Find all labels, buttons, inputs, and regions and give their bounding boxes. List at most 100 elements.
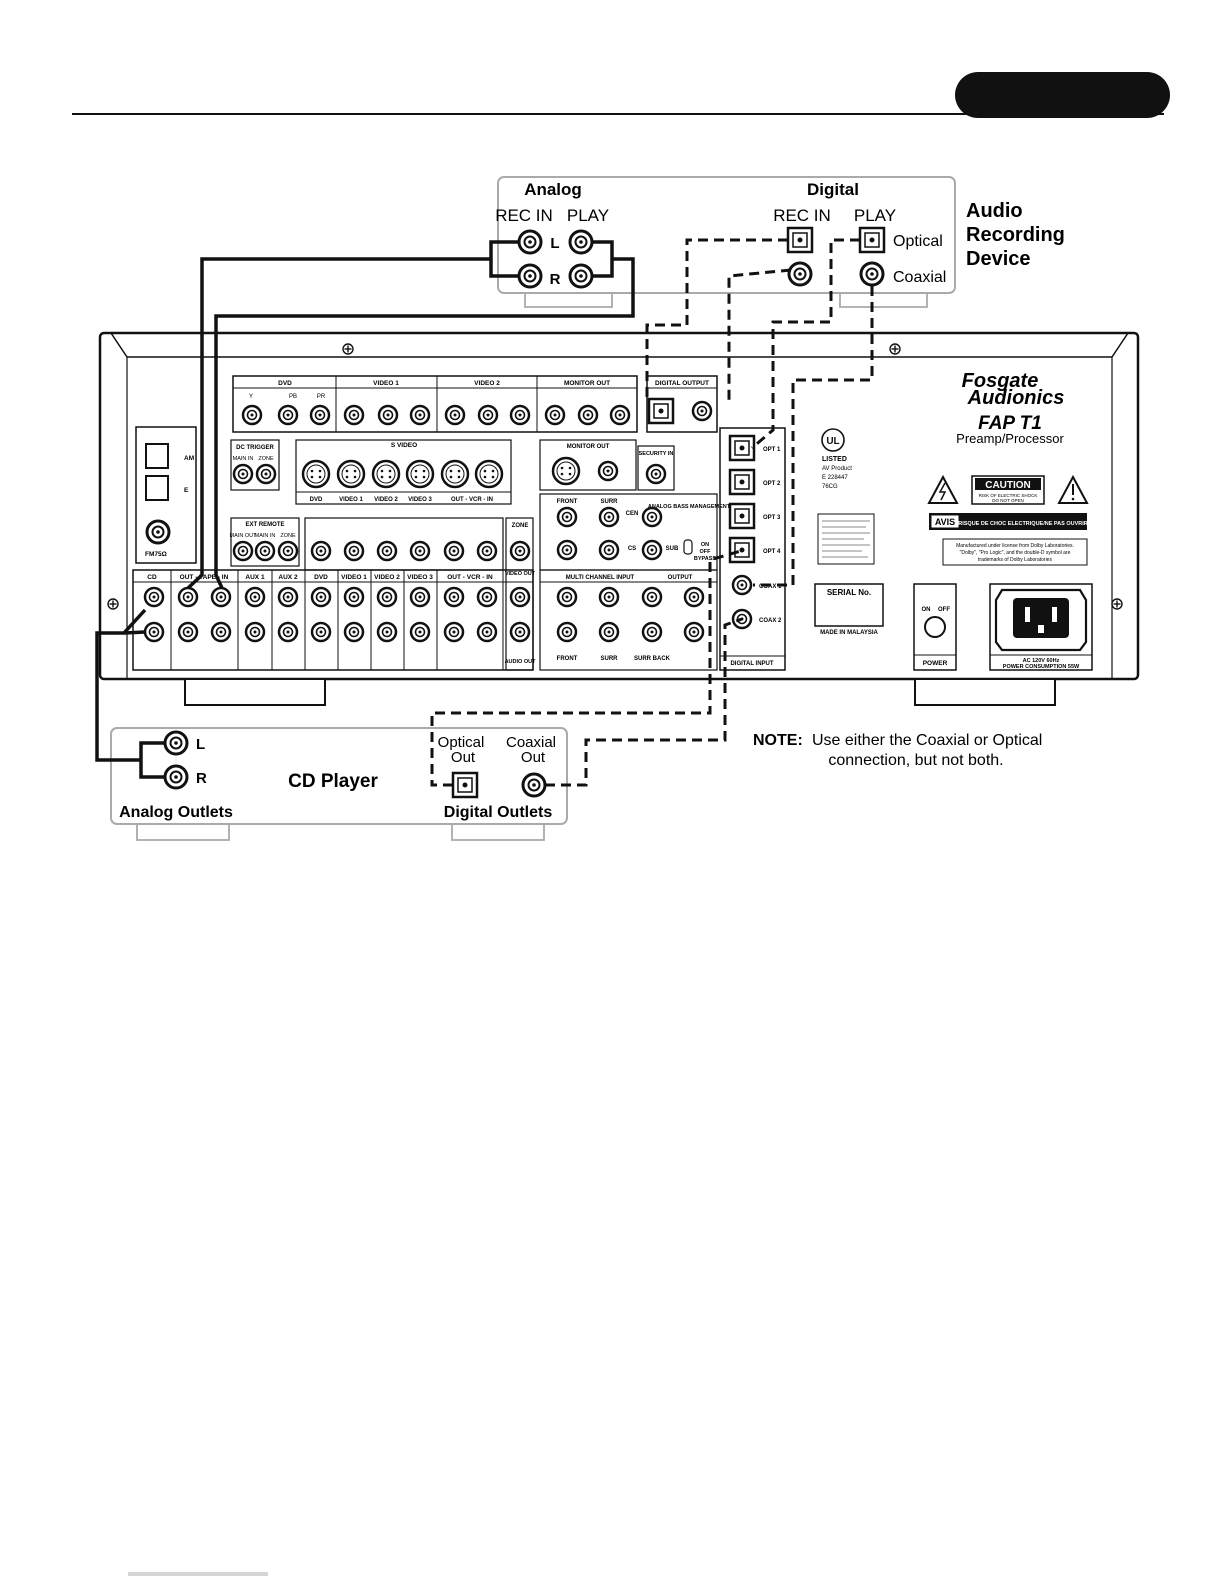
bass-mgmt-label: ANALOG BASS MANAGEMENT: [648, 504, 731, 510]
ul-listing: UL: [821, 428, 845, 452]
dc-zone-label: ZONE: [258, 456, 274, 462]
digital-cables: [430, 238, 874, 787]
bm-sub-label: SUB: [666, 546, 679, 552]
sv-dvd-label: DVD: [310, 497, 323, 503]
ai-dvd-label: DVD: [314, 574, 328, 581]
am-label: AM: [184, 455, 194, 462]
opt1-jack: [728, 434, 756, 462]
note-label: NOTE:: [753, 732, 803, 749]
recording-device: Analog Digital REC IN PLAY REC IN PLAY L…: [495, 176, 1065, 308]
monitor-out-label: MONITOR OUT: [567, 444, 610, 450]
digital-rec-in-label: REC IN: [773, 206, 831, 225]
device-name-line1: Audio: [966, 200, 1023, 222]
bm-cen-label: CEN: [626, 511, 639, 517]
play-left-jack: [568, 229, 594, 255]
cd-player-title: CD Player: [288, 771, 378, 792]
avis-label: AVIS: [935, 517, 955, 527]
analog-cables: [95, 240, 635, 779]
ai-video2-label: VIDEO 2: [374, 574, 400, 581]
digital-rec-optical-jack: [786, 226, 814, 254]
ai-tape-label: OUT - TAPE - IN: [180, 574, 229, 581]
device-name-line3: Device: [966, 248, 1031, 270]
avis-text: RISQUE DE CHOC ELECTRIQUE/NE PAS OUVRIR: [958, 521, 1087, 527]
ext-main-in-label: MAIN IN: [255, 533, 276, 539]
ext-remote-label: EXT REMOTE: [245, 522, 284, 528]
multi-input-label: MULTI CHANNEL INPUT: [566, 575, 635, 581]
footer-link-bar[interactable]: [128, 1572, 268, 1576]
output-label: OUTPUT: [668, 575, 693, 581]
ext-main-out-label: MAIN OUT: [230, 533, 258, 539]
ac-rating-2: POWER CONSUMPTION 55W: [1003, 664, 1080, 670]
mc-front-label: FRONT: [557, 656, 578, 662]
power-button[interactable]: [924, 616, 946, 638]
ul-code-label: 76CG: [822, 484, 838, 490]
brand-line2: Audionics: [967, 387, 1065, 409]
caution-sub2: DO NOT OPEN: [992, 498, 1023, 503]
opt3-jack: [728, 502, 756, 530]
cd-player: L R CD Player Optical Out Coaxial Out An…: [110, 727, 568, 841]
coaxial-label: Coaxial: [893, 269, 946, 286]
switch-on-label: ON: [701, 542, 709, 548]
note-line1: Use either the Coaxial or Optical: [812, 732, 1042, 749]
sv-video3-label: VIDEO 3: [408, 497, 432, 503]
cv-monitor-label: MONITOR OUT: [564, 380, 610, 387]
cd-optical-jack: [451, 771, 479, 799]
cv-video1-label: VIDEO 1: [373, 380, 399, 387]
ai-aux2-label: AUX 2: [278, 574, 298, 581]
power-off-label: OFF: [938, 607, 950, 613]
optical-label: Optical: [893, 233, 943, 250]
security-in-label: SECURITY IN: [639, 451, 674, 457]
digital-output-label: DIGITAL OUTPUT: [655, 380, 709, 387]
header-rule: [72, 113, 1164, 115]
caution-sub1: RISK OF ELECTRIC SHOCK: [979, 493, 1038, 498]
cv-y-label: Y: [249, 394, 253, 400]
opt1-label: OPT 1: [763, 447, 781, 453]
av-product-label: AV Product: [822, 466, 852, 472]
ext-zone-label: ZONE: [280, 533, 296, 539]
opt4-label: OPT 4: [763, 549, 781, 555]
cv-video2-label: VIDEO 2: [474, 380, 500, 387]
section-tab: [955, 72, 1170, 118]
opt2-jack: [728, 468, 756, 496]
cv-dvd-label: DVD: [278, 380, 292, 387]
sv-video2-label: VIDEO 2: [374, 497, 398, 503]
opt2-label: OPT 2: [763, 481, 781, 487]
mc-surr-back-label: SURR BACK: [634, 656, 671, 662]
switch-bypass-label: BYPASS: [694, 556, 717, 562]
zone-label: ZONE: [512, 523, 529, 529]
cv-pb-label: PB: [289, 394, 297, 400]
cv-pr-label: PR: [317, 394, 326, 400]
ai-vcr-label: OUT - VCR - IN: [447, 574, 493, 581]
analog-rec-in-label: REC IN: [495, 206, 553, 225]
cd-left-label: L: [196, 736, 205, 753]
opt3-label: OPT 3: [763, 515, 781, 521]
caution-label: [927, 474, 1089, 505]
dc-trigger-label: DC TRIGGER: [236, 445, 274, 451]
power-label: POWER: [923, 660, 948, 667]
cd-right-jack: [163, 764, 189, 790]
sv-vcr-label: OUT - VCR - IN: [451, 497, 493, 503]
bm-surr-label: SURR: [600, 499, 618, 505]
cd-right-label: R: [196, 770, 207, 787]
digital-input-label: DIGITAL INPUT: [730, 661, 773, 667]
optical-out-line1: Optical: [438, 734, 485, 751]
bm-cs-label: CS: [628, 546, 636, 552]
coax1-label: COAX 1: [759, 584, 782, 590]
cd-coax-jack: [521, 772, 547, 798]
coax1-jack: [731, 574, 753, 596]
ul-number-label: E 228447: [822, 475, 848, 481]
analog-title: Analog: [524, 180, 582, 199]
ai-video1-label: VIDEO 1: [341, 574, 367, 581]
serial-label: SERIAL No.: [827, 588, 871, 597]
digital-play-optical-jack: [858, 226, 886, 254]
dolby-text-2: "Dolby", "Pro Logic", and the double-D s…: [960, 550, 1071, 556]
coaxial-out-line2: Out: [521, 749, 546, 766]
switch-off-label: OFF: [700, 549, 712, 555]
e-label: E: [184, 487, 189, 494]
digital-title: Digital: [807, 180, 859, 199]
play-right-jack: [568, 263, 594, 289]
s-video-label: S VIDEO: [391, 442, 417, 449]
coax2-label: COAX 2: [759, 618, 782, 624]
digital-output-coax-jack: [691, 400, 713, 422]
